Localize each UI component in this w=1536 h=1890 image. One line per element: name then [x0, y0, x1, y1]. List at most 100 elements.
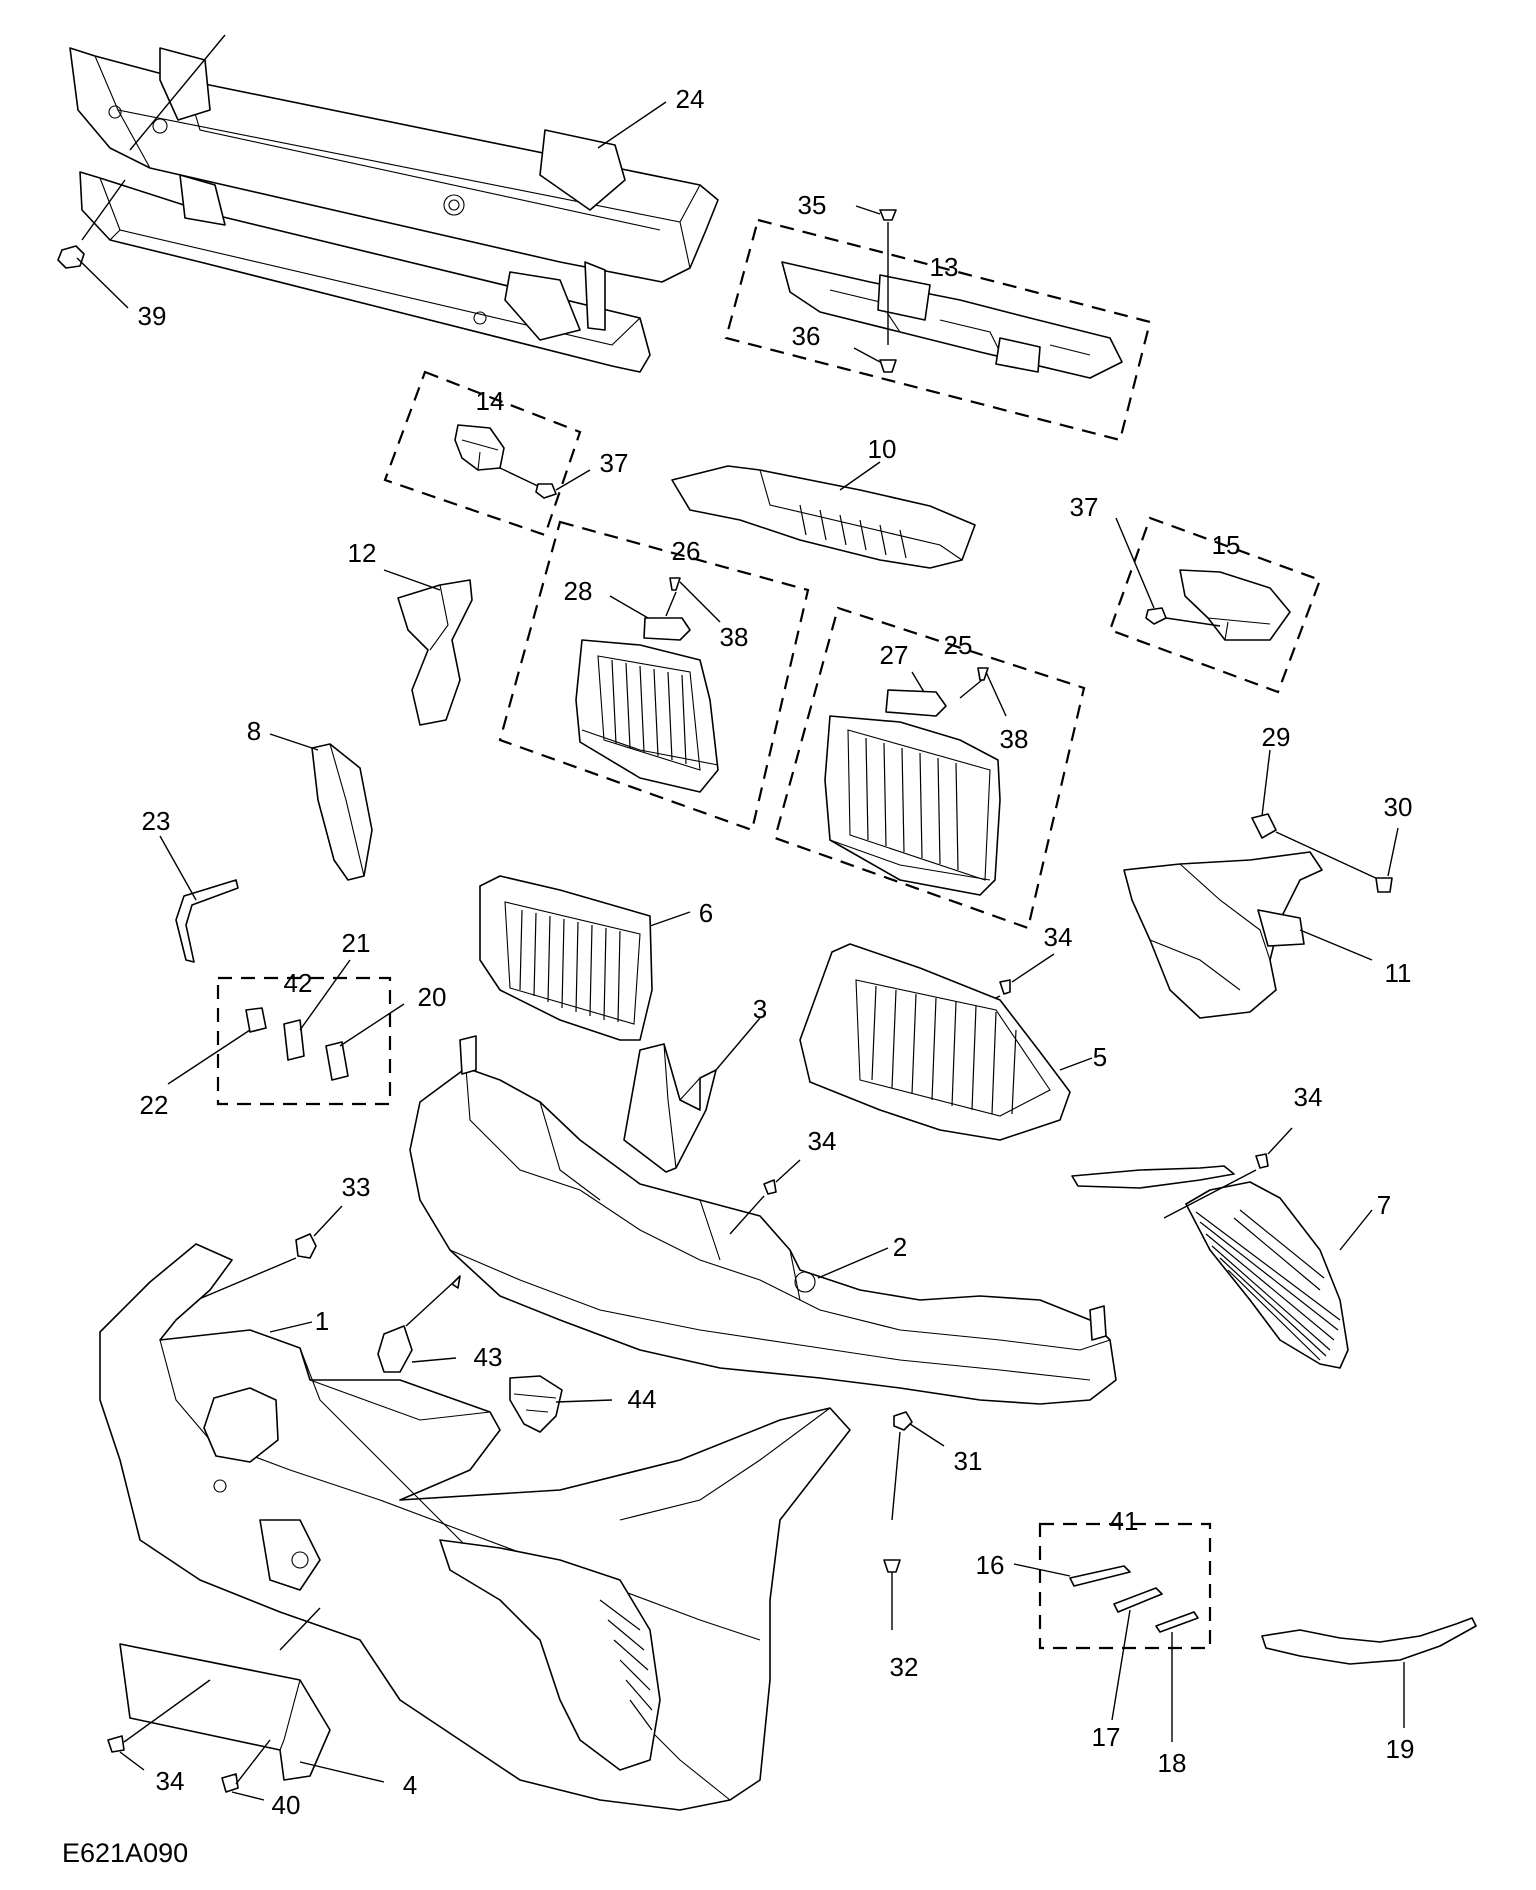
callout-31: 31 [954, 1446, 983, 1476]
callout-labels: 24 39 35 13 36 14 37 10 37 15 12 26 28 3… [138, 84, 1415, 1820]
callout-18: 18 [1158, 1748, 1187, 1778]
part-4-plate-bracket [119, 1607, 385, 1783]
callout-5: 5 [1093, 1042, 1107, 1072]
part-8-vent-trim [269, 733, 373, 881]
part-3-center-bracket [623, 1017, 761, 1173]
callout-42: 42 [284, 968, 313, 998]
part-39-nut [57, 179, 129, 309]
callout-34c: 34 [808, 1126, 837, 1156]
group-26-frame [498, 520, 810, 832]
part-35-screw [855, 205, 897, 345]
part-43-cover-cap [377, 1275, 461, 1373]
part-13-upper-support [781, 261, 1123, 379]
callout-41: 41 [1110, 1506, 1139, 1536]
callout-44: 44 [628, 1384, 657, 1414]
part-28-actuator [609, 595, 691, 641]
part-19-trim-strip [1261, 1617, 1477, 1728]
callout-2: 2 [893, 1232, 907, 1262]
part-36-screw [853, 347, 897, 373]
callout-30: 30 [1384, 792, 1413, 822]
callout-10: 10 [868, 434, 897, 464]
part-22-clip [167, 1007, 267, 1085]
part-27-actuator [885, 671, 947, 717]
callout-34b: 34 [1294, 1082, 1323, 1112]
part-21-clip [283, 959, 351, 1061]
callout-38a: 38 [720, 622, 749, 652]
callout-1: 1 [315, 1306, 329, 1336]
part-7-side-vent [1071, 1165, 1373, 1369]
callout-15: 15 [1212, 530, 1241, 560]
callout-13: 13 [930, 252, 959, 282]
part-12-side-bracket [383, 569, 473, 726]
callout-34d: 34 [156, 1766, 185, 1796]
group-13-frame [724, 218, 1152, 442]
part-34-screw-d [107, 1679, 211, 1771]
part-30-screw [1375, 827, 1399, 893]
callout-37a: 37 [600, 448, 629, 478]
part-18-trim [1155, 1611, 1199, 1742]
part-38-screw-a [665, 577, 721, 623]
part-23-trim-strip [159, 835, 239, 963]
drawing-reference-id: E621A090 [62, 1838, 189, 1868]
callout-20: 20 [418, 982, 447, 1012]
part-15-bracket [1115, 517, 1291, 641]
callout-38b: 38 [1000, 724, 1029, 754]
callout-26: 26 [672, 536, 701, 566]
part-16-trim [1013, 1563, 1131, 1587]
part-26-shutter [575, 639, 719, 793]
callout-7: 7 [1377, 1190, 1391, 1220]
part-31-nut [891, 1411, 945, 1521]
part-32-screw [883, 1559, 901, 1630]
callout-4: 4 [403, 1770, 417, 1800]
callout-11: 11 [1385, 958, 1412, 988]
part-38-screw-b [959, 667, 1007, 717]
part-11-side-duct [1123, 851, 1373, 1019]
callout-35: 35 [798, 190, 827, 220]
callout-34a: 34 [1044, 922, 1073, 952]
callout-29: 29 [1262, 722, 1291, 752]
part-20-clip [325, 1003, 405, 1081]
callout-21: 21 [342, 928, 371, 958]
part-33-clip [191, 1205, 343, 1303]
group-15-frame [1108, 516, 1322, 694]
callout-33: 33 [342, 1172, 371, 1202]
part-1-bumper-cover [99, 1243, 851, 1811]
callout-14: 14 [476, 386, 505, 416]
callout-37b: 37 [1070, 492, 1099, 522]
callout-6: 6 [699, 898, 713, 928]
part-10-shield [671, 461, 976, 569]
callout-23: 23 [142, 806, 171, 836]
part-5-grille-insert [799, 943, 1093, 1141]
part-29-clip [1251, 749, 1381, 881]
part-2-lower-carrier [409, 1035, 1117, 1405]
group-42-frame [216, 976, 392, 1106]
part-17-trim [1111, 1587, 1163, 1721]
callout-28: 28 [564, 576, 593, 606]
callout-43: 43 [474, 1342, 503, 1372]
part-40-screw [221, 1739, 271, 1801]
callout-8: 8 [247, 716, 261, 746]
callout-12: 12 [348, 538, 377, 568]
callout-24: 24 [676, 84, 705, 114]
callout-36: 36 [792, 321, 821, 351]
callout-19: 19 [1386, 1734, 1415, 1764]
part-24-bumper-beam [69, 34, 719, 373]
part-34-screw-b [729, 1159, 801, 1235]
group-25-frame [773, 606, 1086, 930]
callout-27: 27 [880, 640, 909, 670]
group-41-frame [1038, 1522, 1212, 1650]
callout-3: 3 [753, 994, 767, 1024]
callout-32: 32 [890, 1652, 919, 1682]
callout-39: 39 [138, 301, 167, 331]
callout-16: 16 [976, 1550, 1005, 1580]
callout-22: 22 [140, 1090, 169, 1120]
part-14-bracket [454, 424, 591, 499]
callout-40: 40 [272, 1790, 301, 1820]
callout-25: 25 [944, 630, 973, 660]
part-25-shutter [824, 715, 1001, 896]
part-6-grille-insert [479, 875, 691, 1041]
callout-17: 17 [1092, 1722, 1121, 1752]
part-44-bracket [509, 1375, 613, 1433]
part-34-screw-c [1163, 1127, 1293, 1219]
